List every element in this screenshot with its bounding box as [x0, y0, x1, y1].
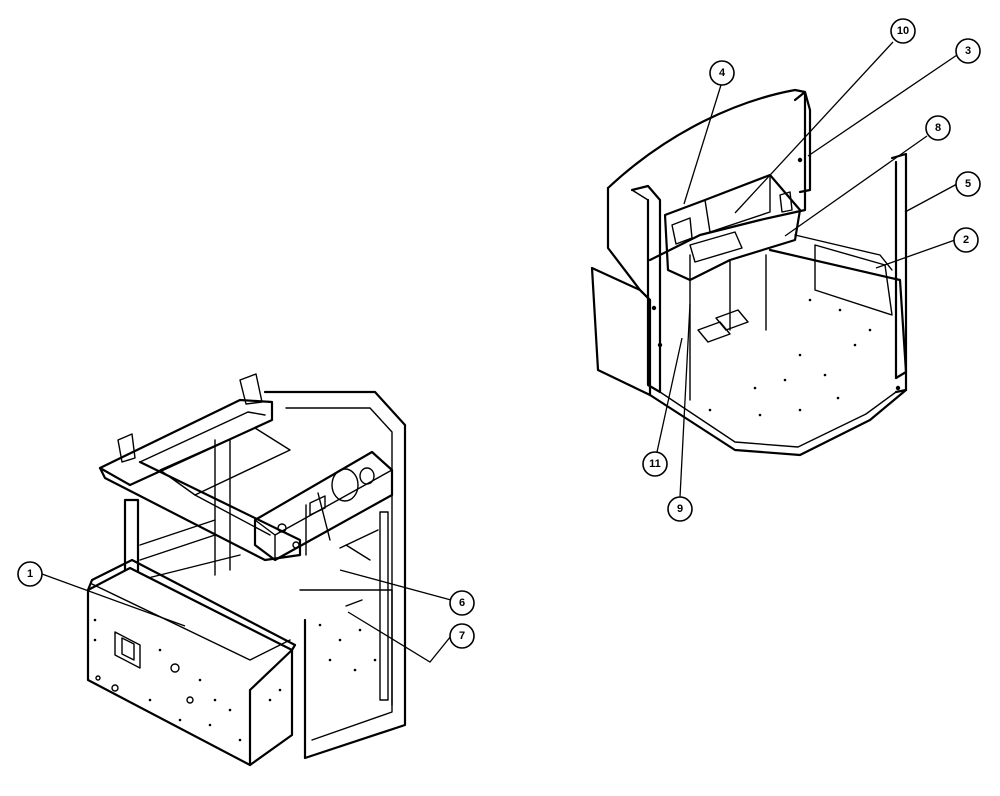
- callout-2-label: 2: [963, 234, 969, 246]
- rear-frame-inner: [285, 407, 393, 741]
- callout-3: 3: [955, 38, 981, 64]
- leader-lines: [41, 41, 958, 663]
- rear-console-face: [704, 174, 771, 233]
- gauge-small: [359, 467, 375, 485]
- leader-4: [683, 84, 722, 205]
- leader-10: [734, 41, 894, 214]
- floor-pedal-1: [697, 321, 731, 343]
- console-struts: [305, 492, 331, 556]
- right-side-wall: [768, 248, 908, 394]
- roof-panel-edge: [194, 494, 271, 536]
- floor-dots-right: [651, 157, 901, 417]
- rear-console-shelf: [689, 231, 743, 263]
- front-lower-top: [86, 558, 297, 652]
- front-hole-2: [186, 696, 194, 704]
- callout-8-label: 8: [935, 122, 941, 134]
- right-side-window: [814, 244, 893, 316]
- front-hole-4: [95, 675, 101, 681]
- callout-5-label: 5: [965, 178, 971, 190]
- leader-9: [679, 303, 691, 498]
- roof-bracket-top: [239, 373, 263, 405]
- callout-2: 2: [953, 227, 979, 253]
- floor-front-edge-inner: [659, 391, 897, 448]
- roof-front-rail: [98, 398, 274, 487]
- callout-10: 10: [890, 18, 916, 44]
- leader-11: [656, 337, 683, 453]
- floor-edge: [299, 589, 393, 706]
- callout-11: 11: [642, 451, 668, 477]
- leader-6: [339, 569, 452, 601]
- front-panel-dots: [93, 618, 282, 742]
- front-lower-lip: [91, 583, 291, 661]
- callout-9-label: 9: [677, 503, 683, 515]
- callout-10-label: 10: [897, 25, 909, 37]
- floor-front-edge: [648, 388, 908, 457]
- leader-5: [904, 183, 958, 213]
- gauge-large: [331, 468, 359, 502]
- callout-11-label: 11: [649, 458, 661, 470]
- front-panel-cutout-inner: [121, 637, 135, 661]
- right-side-wall-top: [794, 234, 893, 271]
- callout-1: 1: [17, 561, 43, 587]
- leader-7: [347, 611, 452, 663]
- callout-6-label: 6: [459, 597, 465, 609]
- rear-door-hinge: [379, 511, 389, 701]
- rear-wall-ribs: [729, 254, 767, 331]
- callout-5: 5: [955, 171, 981, 197]
- floor-pedal-2: [715, 309, 749, 331]
- rear-frame-outline: [263, 390, 407, 760]
- front-lower-corner: [248, 648, 294, 767]
- dash-knob-2: [292, 541, 300, 549]
- right-pillar-top: [793, 90, 812, 194]
- side-rails: [139, 519, 241, 581]
- leader-1: [41, 573, 186, 627]
- roof-inner-rail: [139, 411, 266, 463]
- callout-1-label: 1: [27, 568, 33, 580]
- back-wall-left-edge: [606, 186, 652, 302]
- callout-7: 7: [449, 623, 475, 649]
- front-hole-1: [170, 663, 180, 673]
- floor-dots-left: [318, 623, 377, 672]
- left-pillar: [630, 184, 662, 394]
- roof-bracket-left: [117, 433, 136, 463]
- leader-3: [807, 54, 958, 157]
- leader-2: [875, 239, 956, 269]
- roof-panel: [159, 427, 291, 496]
- back-wall-top: [606, 88, 807, 262]
- rear-console-box: [779, 191, 793, 213]
- front-lower-panel: [86, 566, 294, 767]
- callout-4-label: 4: [719, 67, 726, 79]
- callout-4: 4: [709, 60, 735, 86]
- dash-console: [253, 450, 394, 562]
- left-side-wall: [590, 266, 652, 397]
- left-pillar-top: [631, 189, 649, 201]
- front-panel-cutout: [114, 631, 141, 669]
- callout-3-label: 3: [965, 45, 971, 57]
- part-7-fastener: [345, 599, 363, 607]
- dash-knob-1: [277, 523, 287, 533]
- rear-console: [663, 173, 802, 282]
- cab-shell-right-assembly: [590, 88, 908, 457]
- callout-9: 9: [667, 496, 693, 522]
- cab-frame-left-assembly: [86, 373, 407, 767]
- front-hole-3: [111, 684, 119, 692]
- callout-7-label: 7: [459, 630, 465, 642]
- rear-console-switch: [671, 217, 693, 245]
- callout-6: 6: [449, 590, 475, 616]
- callout-8: 8: [925, 115, 951, 141]
- leader-8: [784, 135, 928, 237]
- roof-left-rail: [98, 460, 302, 562]
- part-6-bracket: [339, 529, 379, 561]
